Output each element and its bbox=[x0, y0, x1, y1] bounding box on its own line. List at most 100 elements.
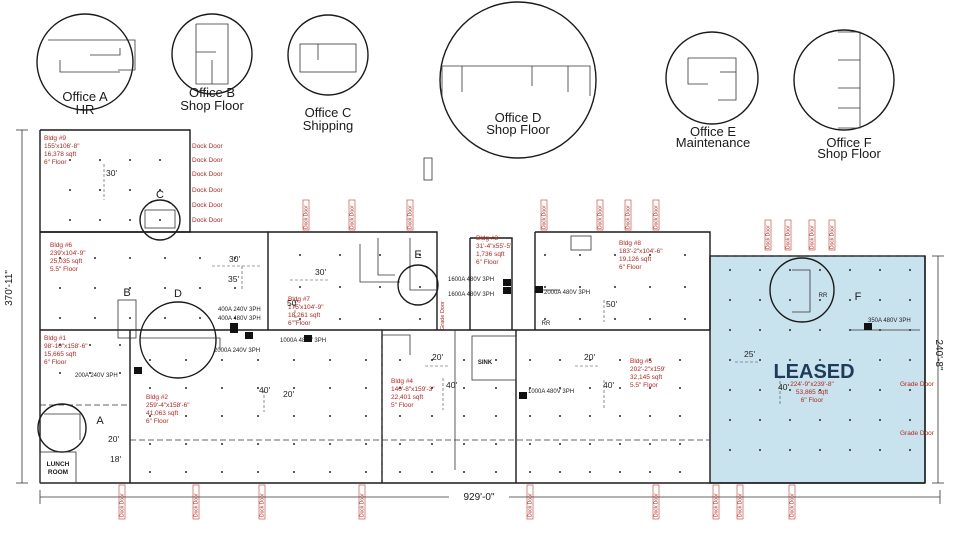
bldg-label-2-dims: 239'x104'-9" bbox=[50, 250, 86, 257]
dock-door bbox=[784, 219, 792, 251]
column-dot bbox=[684, 254, 686, 256]
column-dot bbox=[119, 372, 121, 374]
column-dot bbox=[164, 257, 166, 259]
column-dot bbox=[293, 443, 295, 445]
column-dot bbox=[299, 254, 301, 256]
electrical-panel bbox=[134, 367, 142, 374]
column-dot bbox=[579, 286, 581, 288]
lunch-room-line1: LUNCH bbox=[47, 461, 70, 468]
column-dot bbox=[819, 359, 821, 361]
column-dot bbox=[729, 419, 731, 421]
column-dot bbox=[69, 219, 71, 221]
dock-door-label: Dock Door bbox=[790, 493, 796, 517]
bldg-label-2-sqft: 25,035 sqft bbox=[50, 258, 82, 265]
column-dot bbox=[789, 389, 791, 391]
column-dot bbox=[614, 286, 616, 288]
spacing-label: 40' bbox=[259, 385, 270, 395]
column-dot bbox=[99, 219, 101, 221]
column-dot bbox=[789, 329, 791, 331]
column-dot bbox=[759, 449, 761, 451]
dock-door bbox=[526, 484, 534, 520]
plan-office-e-letter: E bbox=[414, 249, 421, 261]
bldg-label-8-sqft: 19,126 sqft bbox=[619, 256, 651, 263]
column-dot bbox=[379, 318, 381, 320]
column-dot bbox=[819, 419, 821, 421]
column-dot bbox=[431, 387, 433, 389]
column-dot bbox=[495, 471, 497, 473]
column-dot bbox=[619, 415, 621, 417]
column-dot bbox=[365, 387, 367, 389]
column-dot bbox=[234, 257, 236, 259]
bldg-label-4-sqft: 41,063 sqft bbox=[146, 410, 178, 417]
column-dot bbox=[199, 257, 201, 259]
column-dot bbox=[221, 471, 223, 473]
electrical-label: 200A 240V 3PH bbox=[75, 373, 118, 379]
column-dot bbox=[234, 317, 236, 319]
column-dot bbox=[849, 419, 851, 421]
column-dot bbox=[94, 257, 96, 259]
restroom-label-2: RR bbox=[819, 293, 828, 299]
column-dot bbox=[89, 344, 91, 346]
column-dot bbox=[185, 471, 187, 473]
dock-door bbox=[358, 484, 366, 520]
column-dot bbox=[299, 286, 301, 288]
grade-door-label: Grade Door bbox=[440, 301, 446, 330]
column-dot bbox=[293, 471, 295, 473]
dock-door-label: Dock Door bbox=[598, 205, 604, 229]
column-dot bbox=[221, 443, 223, 445]
column-dot bbox=[199, 317, 201, 319]
column-dot bbox=[579, 318, 581, 320]
column-dot bbox=[544, 254, 546, 256]
column-dot bbox=[234, 287, 236, 289]
bldg-label-3-dims: 98'-10"x158'-6" bbox=[44, 343, 88, 350]
office-b-title: Office B bbox=[189, 85, 235, 100]
column-dot bbox=[909, 389, 911, 391]
spacing-label: 20' bbox=[108, 434, 119, 444]
column-dot bbox=[495, 387, 497, 389]
column-dot bbox=[69, 189, 71, 191]
electrical-panel bbox=[864, 323, 872, 330]
column-dot bbox=[94, 317, 96, 319]
dock-door-label: Dock Door bbox=[626, 205, 632, 229]
column-dot bbox=[257, 443, 259, 445]
office-a-subtitle: HR bbox=[76, 102, 95, 117]
column-dot bbox=[221, 359, 223, 361]
column-dot bbox=[463, 443, 465, 445]
spacing-label: 40' bbox=[603, 380, 614, 390]
column-dot bbox=[339, 254, 341, 256]
column-dot bbox=[684, 318, 686, 320]
column-dot bbox=[909, 359, 911, 361]
bldg-label-1-floor: 6" Floor bbox=[44, 159, 67, 166]
bldg-label-10-floor: 6" Floor bbox=[801, 397, 824, 404]
column-dot bbox=[879, 449, 881, 451]
plan-office-b-letter: B bbox=[123, 287, 130, 299]
column-dot bbox=[293, 415, 295, 417]
column-dot bbox=[365, 443, 367, 445]
column-dot bbox=[789, 449, 791, 451]
office-a-callout: Office A HR bbox=[36, 13, 136, 117]
column-dot bbox=[257, 471, 259, 473]
electrical-label: 1000A 480V 3PH bbox=[280, 338, 326, 344]
column-dot bbox=[185, 387, 187, 389]
bldg-label-4-name: Bldg #2 bbox=[146, 394, 168, 401]
column-dot bbox=[149, 471, 151, 473]
bldg-label-6-dims: 31'-4"x55'-5" bbox=[476, 243, 513, 250]
column-dot bbox=[759, 389, 761, 391]
column-dot bbox=[129, 189, 131, 191]
column-dot bbox=[559, 415, 561, 417]
column-dot bbox=[679, 359, 681, 361]
dock-door-label: Dock Door bbox=[810, 225, 816, 249]
column-dot bbox=[329, 387, 331, 389]
dock-door-label: Dock Door bbox=[766, 225, 772, 249]
column-dot bbox=[589, 443, 591, 445]
bldg-label-9-name: Bldg #5 bbox=[630, 358, 652, 365]
dock-door-label: Dock Door bbox=[194, 493, 200, 517]
column-dot bbox=[849, 449, 851, 451]
column-dot bbox=[529, 387, 531, 389]
column-dot bbox=[729, 329, 731, 331]
column-dot bbox=[544, 286, 546, 288]
column-dot bbox=[909, 269, 911, 271]
column-dot bbox=[339, 286, 341, 288]
grade-door-label: Grade Door bbox=[900, 381, 935, 388]
